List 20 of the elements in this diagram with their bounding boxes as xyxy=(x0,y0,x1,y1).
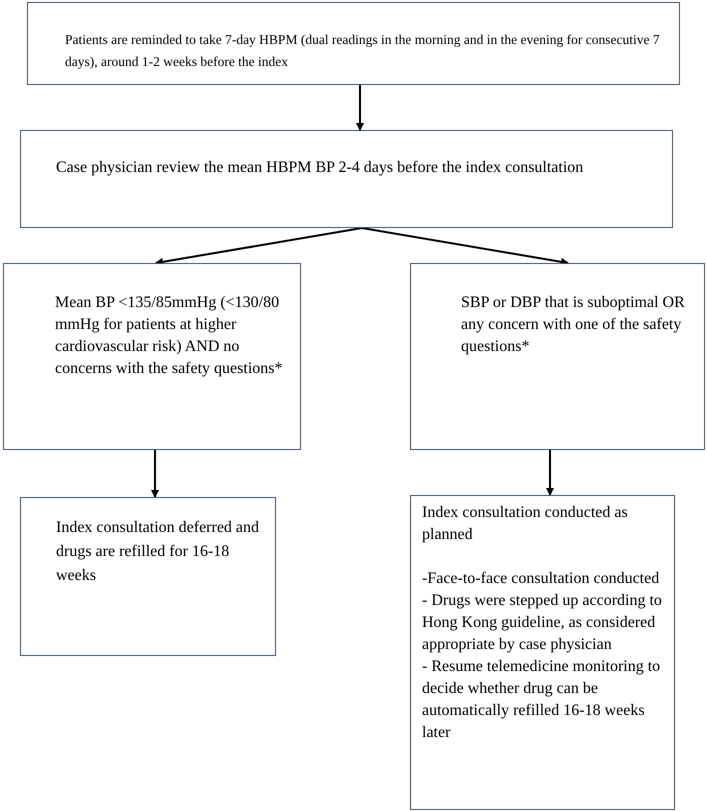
process-box xyxy=(3,263,301,450)
box-text: Case physician review the mean HBPM BP 2-4 days before the index consultation xyxy=(56,158,584,178)
box-text: Patients are reminded to take 7-day HBPM (dual readings in the morning and in the evening for consecutive 7 days), around 1-2 weeks before the index xyxy=(65,31,661,71)
box-text: -Face-to-face consultation conducted xyxy=(422,569,660,589)
box-text: Index consultation deferred and drugs are refilled for 16-18 weeks xyxy=(56,518,260,586)
arrow xyxy=(151,450,159,498)
arrow xyxy=(356,85,364,131)
box-text: Mean BP <135/85mmHg (<130/80 mmHg for patients at higher cardiovascular risk) AND no concerns with the safety questions* xyxy=(55,293,284,379)
process-box xyxy=(410,495,675,810)
process-box xyxy=(20,130,673,228)
box-text: Index consultation conducted as planned xyxy=(422,503,629,545)
arrow xyxy=(546,450,554,496)
box-text: - Drugs were stepped up according to Hong Kong guideline, as considered appropriate by case physician xyxy=(422,591,663,655)
process-box xyxy=(410,263,705,450)
process-box xyxy=(27,2,680,85)
box-text: - Resume telemedicine monitoring to decide whether drug can be automatically refilled 16-18 weeks later xyxy=(422,657,662,743)
arrow xyxy=(362,227,569,266)
box-text: SBP or DBP that is suboptimal OR any concern with one of the safety questions* xyxy=(461,293,686,357)
process-box xyxy=(20,497,276,656)
arrow xyxy=(155,227,362,266)
